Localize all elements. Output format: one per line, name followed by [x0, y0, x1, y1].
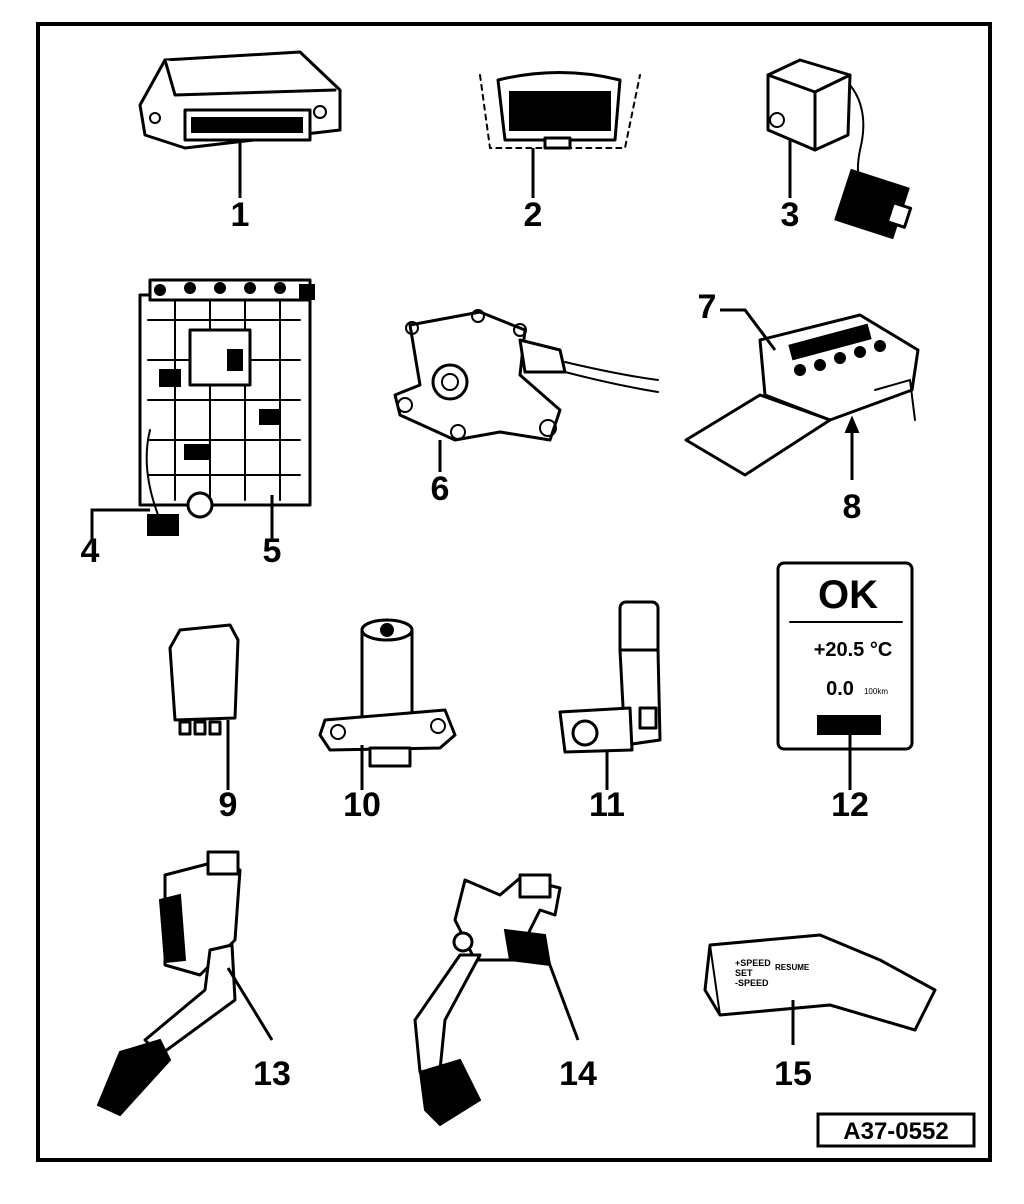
- part-4-5-valve-body: [90, 278, 315, 540]
- figure-code: A37-0552: [843, 1118, 948, 1145]
- label-14: 14: [559, 1055, 597, 1093]
- lever-text-4: RESUME: [775, 963, 810, 972]
- label-10: 10: [343, 786, 381, 824]
- part-11-temperature-sensor: [558, 600, 662, 790]
- label-9: 9: [219, 786, 238, 824]
- label-11: 11: [589, 786, 625, 824]
- display-status: OK: [818, 573, 878, 617]
- label-5: 5: [263, 532, 282, 570]
- label-3: 3: [781, 196, 800, 234]
- label-4: 4: [81, 532, 100, 570]
- part-7-8-selector-gate: [684, 308, 920, 480]
- part-1-control-unit: [138, 50, 342, 198]
- label-13: 13: [253, 1055, 291, 1093]
- label-8: 8: [843, 488, 862, 526]
- part-12-display: [776, 561, 914, 790]
- lever-text-1: +SPEED: [735, 958, 771, 968]
- part-3-solenoid: [766, 58, 913, 240]
- part-9-relay: [168, 623, 240, 790]
- part-10-speed-sensor: [318, 618, 457, 790]
- display-unit: 100km: [864, 687, 888, 696]
- part-13-accelerator-pedal: [96, 850, 274, 1117]
- label-12: 12: [831, 786, 869, 824]
- part-6-multifunction-switch: [393, 309, 659, 472]
- lever-text-3: -SPEED: [735, 978, 769, 988]
- part-2-connector: [479, 71, 641, 198]
- label-1: 1: [231, 196, 250, 234]
- label-15: 15: [774, 1055, 812, 1093]
- lever-text-2: SET: [735, 968, 753, 978]
- figure-code-box: [816, 1112, 976, 1148]
- display-temperature: +20.5 °C: [814, 639, 893, 661]
- part-15-cruise-lever: [703, 933, 937, 1045]
- label-2: 2: [524, 196, 543, 234]
- label-7: 7: [698, 288, 717, 326]
- display-value: 0.0: [826, 678, 854, 700]
- label-6: 6: [431, 470, 450, 508]
- part-14-pedal-switch: [413, 873, 580, 1127]
